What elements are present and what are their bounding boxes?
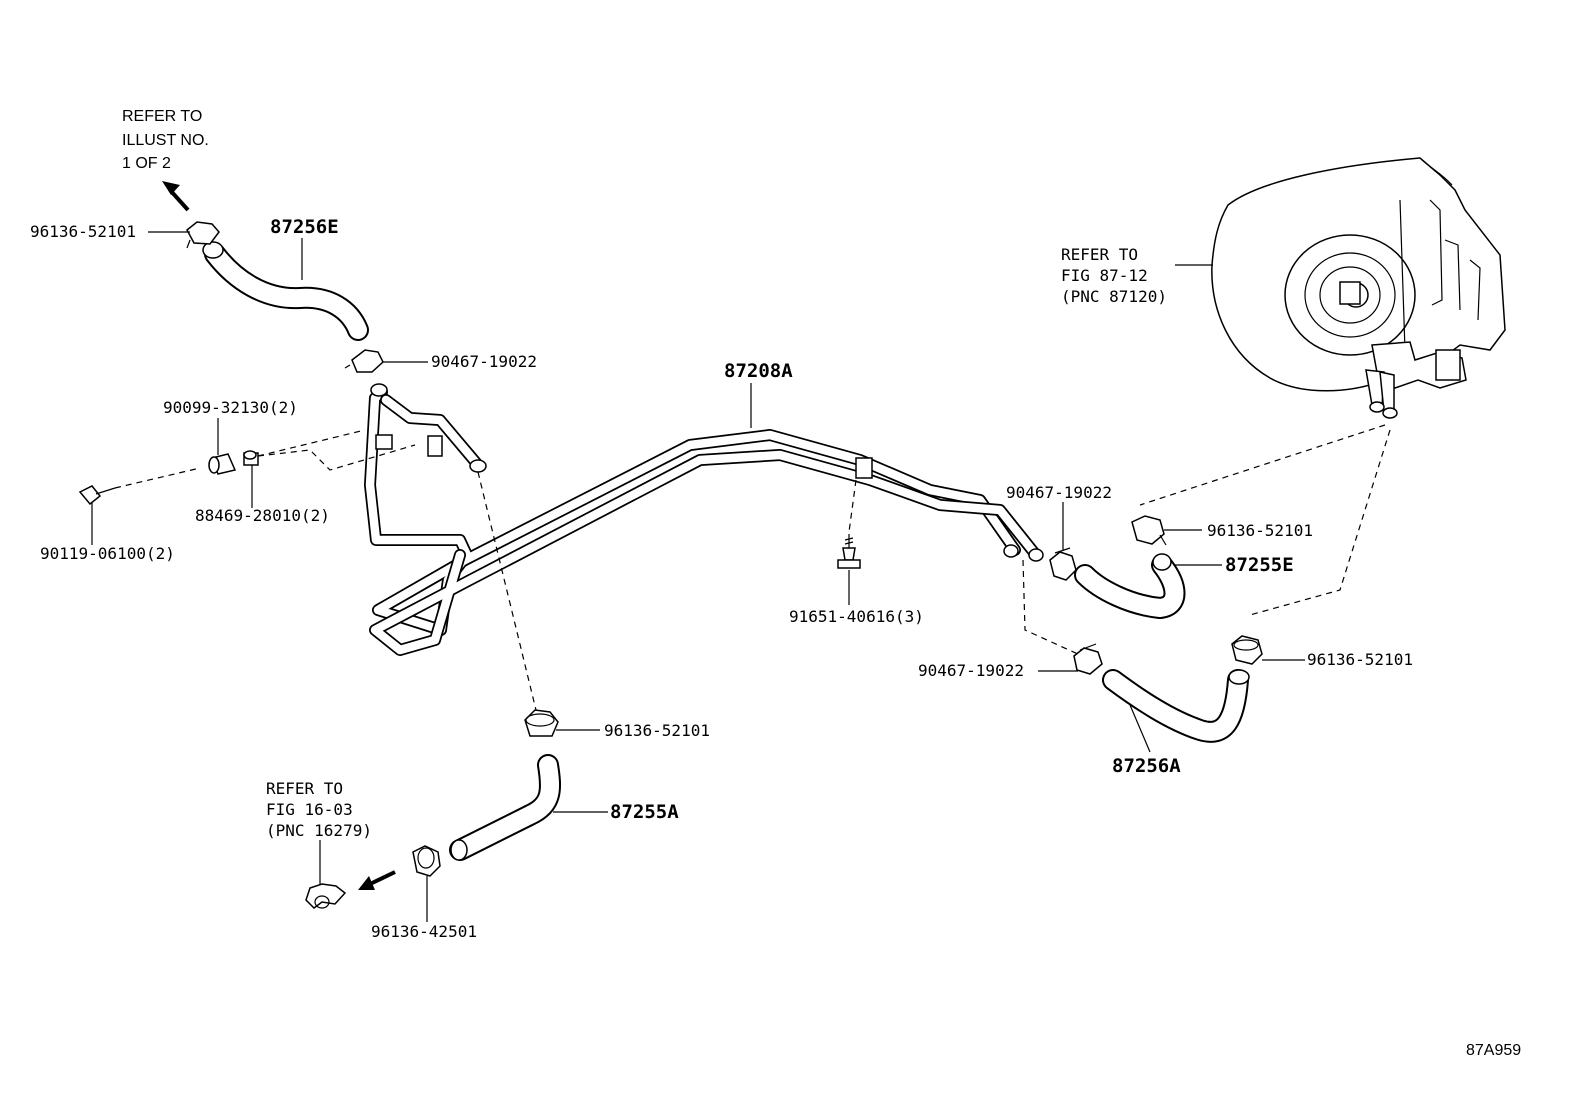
ref-fig-87-12-note: REFER TO FIG 87-12 (PNC 87120) <box>1061 245 1167 306</box>
arrow-down-left-icon <box>358 870 396 890</box>
bolt-90119-illustration <box>78 485 116 506</box>
figure-code: 87A959 <box>1466 1042 1521 1059</box>
ref-illust-line1: REFER TO <box>122 108 202 125</box>
part-label-hose-87256e: 87256E <box>270 216 339 238</box>
ref-16-03-line2: FIG 16-03 <box>266 800 353 819</box>
clamp-96136-42501-illustration <box>412 845 441 877</box>
part-label-clamp-top-left: 96136-52101 <box>30 222 136 241</box>
part-label-grommet-88469: 88469-28010(2) <box>195 506 330 525</box>
clamp-upper-illustration <box>344 349 384 373</box>
clamp-mid-96136-illustration <box>1131 515 1167 546</box>
part-label-bolt-91651: 91651-40616(3) <box>789 607 924 626</box>
clamp-mid-90467-illustration <box>1049 547 1077 581</box>
heater-unit-illustration <box>1211 157 1506 419</box>
part-label-clamp-42501: 96136-42501 <box>371 922 477 941</box>
part-label-clamp-right-96136: 96136-52101 <box>1307 650 1413 669</box>
clamp-center-illustration <box>524 709 559 737</box>
part-label-grommet-90099: 90099-32130(2) <box>163 398 298 417</box>
part-label-hose-87255e: 87255E <box>1225 554 1294 576</box>
part-label-clamp-mid-90467: 90467-19022 <box>1006 483 1112 502</box>
pipe-87208a-illustration <box>364 383 1044 656</box>
ref-16-03-line3: (PNC 16279) <box>266 821 372 840</box>
grommet-90099-illustration <box>208 453 237 475</box>
ref-fig-16-03-note: REFER TO FIG 16-03 (PNC 16279) <box>266 779 372 840</box>
part-label-clamp-center: 96136-52101 <box>604 721 710 740</box>
part-label-hose-87255a: 87255A <box>610 801 679 823</box>
part-label-clamp-upper: 90467-19022 <box>431 352 537 371</box>
fitting-16279-illustration <box>305 883 347 909</box>
ref-87-12-line2: FIG 87-12 <box>1061 266 1148 285</box>
bolt-91651-illustration <box>837 534 861 569</box>
ref-illust-line2: ILLUST NO. <box>122 132 209 149</box>
ref-illust-note: REFER TO ILLUST NO. 1 OF 2 <box>122 108 209 172</box>
hose-87255e-illustration <box>1074 553 1186 619</box>
part-label-clamp-mid-96136: 96136-52101 <box>1207 521 1313 540</box>
part-label-clamp-lower-90467: 90467-19022 <box>918 661 1024 680</box>
clamp-lower-90467-illustration <box>1073 643 1103 675</box>
part-label-pipe-87208a: 87208A <box>724 360 793 382</box>
clamp-right-96136-illustration <box>1231 635 1263 665</box>
hose-87256a-illustration <box>1102 669 1250 743</box>
hose-87256e-illustration <box>202 241 369 341</box>
ref-illust-line3: 1 OF 2 <box>122 155 171 172</box>
ref-87-12-line1: REFER TO <box>1061 245 1138 264</box>
part-label-hose-87256a: 87256A <box>1112 755 1181 777</box>
hose-87255a-illustration <box>449 754 561 861</box>
ref-16-03-line1: REFER TO <box>266 779 343 798</box>
part-label-bolt-90119: 90119-06100(2) <box>40 544 175 563</box>
arrow-up-left-icon <box>162 181 190 212</box>
grommet-88469-illustration <box>243 450 259 466</box>
ref-87-12-line3: (PNC 87120) <box>1061 287 1167 306</box>
clamp-top-left-illustration <box>186 221 220 249</box>
